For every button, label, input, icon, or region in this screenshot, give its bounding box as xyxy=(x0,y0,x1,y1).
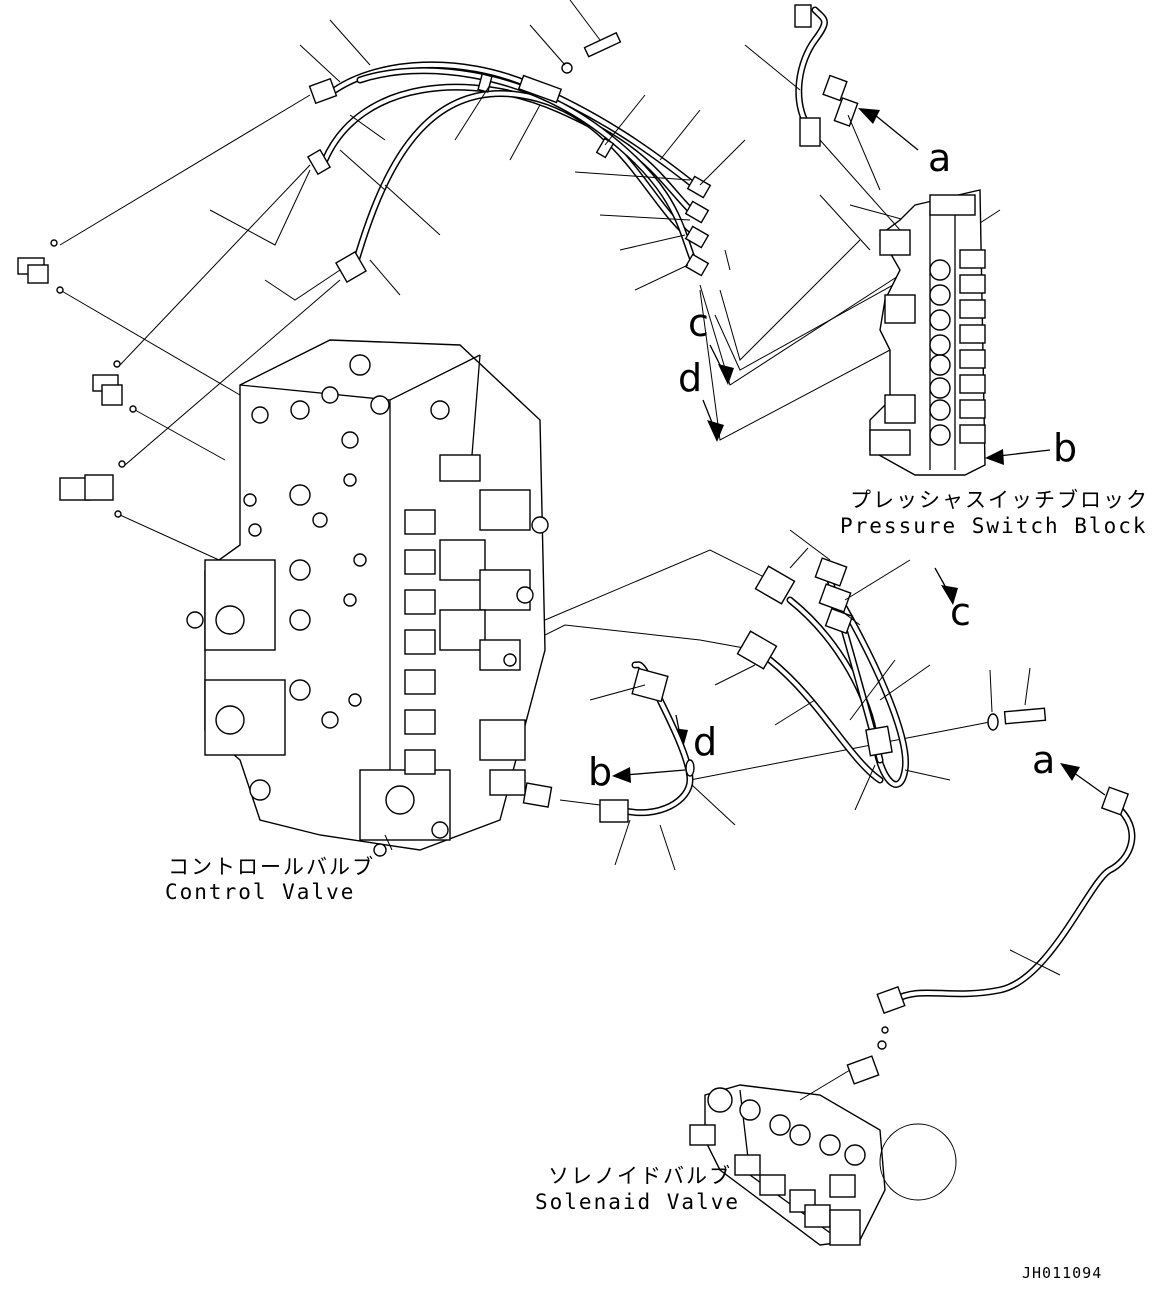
connection-mark-c-right: c xyxy=(950,590,971,634)
pressure-switch-block-label-jp: プレッシャスイッチブロック xyxy=(850,488,1149,512)
connection-arrows xyxy=(612,344,1106,796)
bolt-washer-mid xyxy=(987,667,1047,731)
drawing-number: JH011094 xyxy=(1022,1264,1103,1282)
hose-to-control-valve xyxy=(589,661,736,871)
control-valve-label-jp: コントロールバルブ xyxy=(168,855,375,879)
connection-mark-d-mid: d xyxy=(693,720,718,764)
left-fittings xyxy=(17,239,137,518)
connection-mark-b-right: b xyxy=(1053,426,1078,470)
hose-to-solenoid xyxy=(846,786,1136,1085)
connection-mark-b-mid: b xyxy=(588,750,613,794)
solenoid-valve-drawing xyxy=(689,1069,957,1246)
top-leader-lines xyxy=(299,0,746,296)
connection-mark-c-left: c xyxy=(688,301,709,345)
connection-mark-d-left: d xyxy=(678,356,703,400)
hose-to-pressure-switch xyxy=(744,4,919,231)
control-valve-drawing xyxy=(186,339,553,857)
connection-mark-a-top: a xyxy=(928,136,952,180)
control-valve-leaders xyxy=(384,834,393,851)
pressure-switch-block-label-en: Pressure Switch Block xyxy=(840,514,1148,538)
top-hose-bundle xyxy=(321,61,704,269)
control-valve-label-en: Control Valve xyxy=(165,880,356,904)
pressure-switch-block-drawing xyxy=(869,189,986,476)
solenoid-valve-label-en: Solenaid Valve xyxy=(535,1190,741,1214)
solenoid-valve-label-jp: ソレノイドバルブ xyxy=(548,1164,732,1188)
top-fittings xyxy=(306,31,712,283)
connection-mark-a-lower: a xyxy=(1032,738,1056,782)
middle-hoses xyxy=(714,529,951,811)
